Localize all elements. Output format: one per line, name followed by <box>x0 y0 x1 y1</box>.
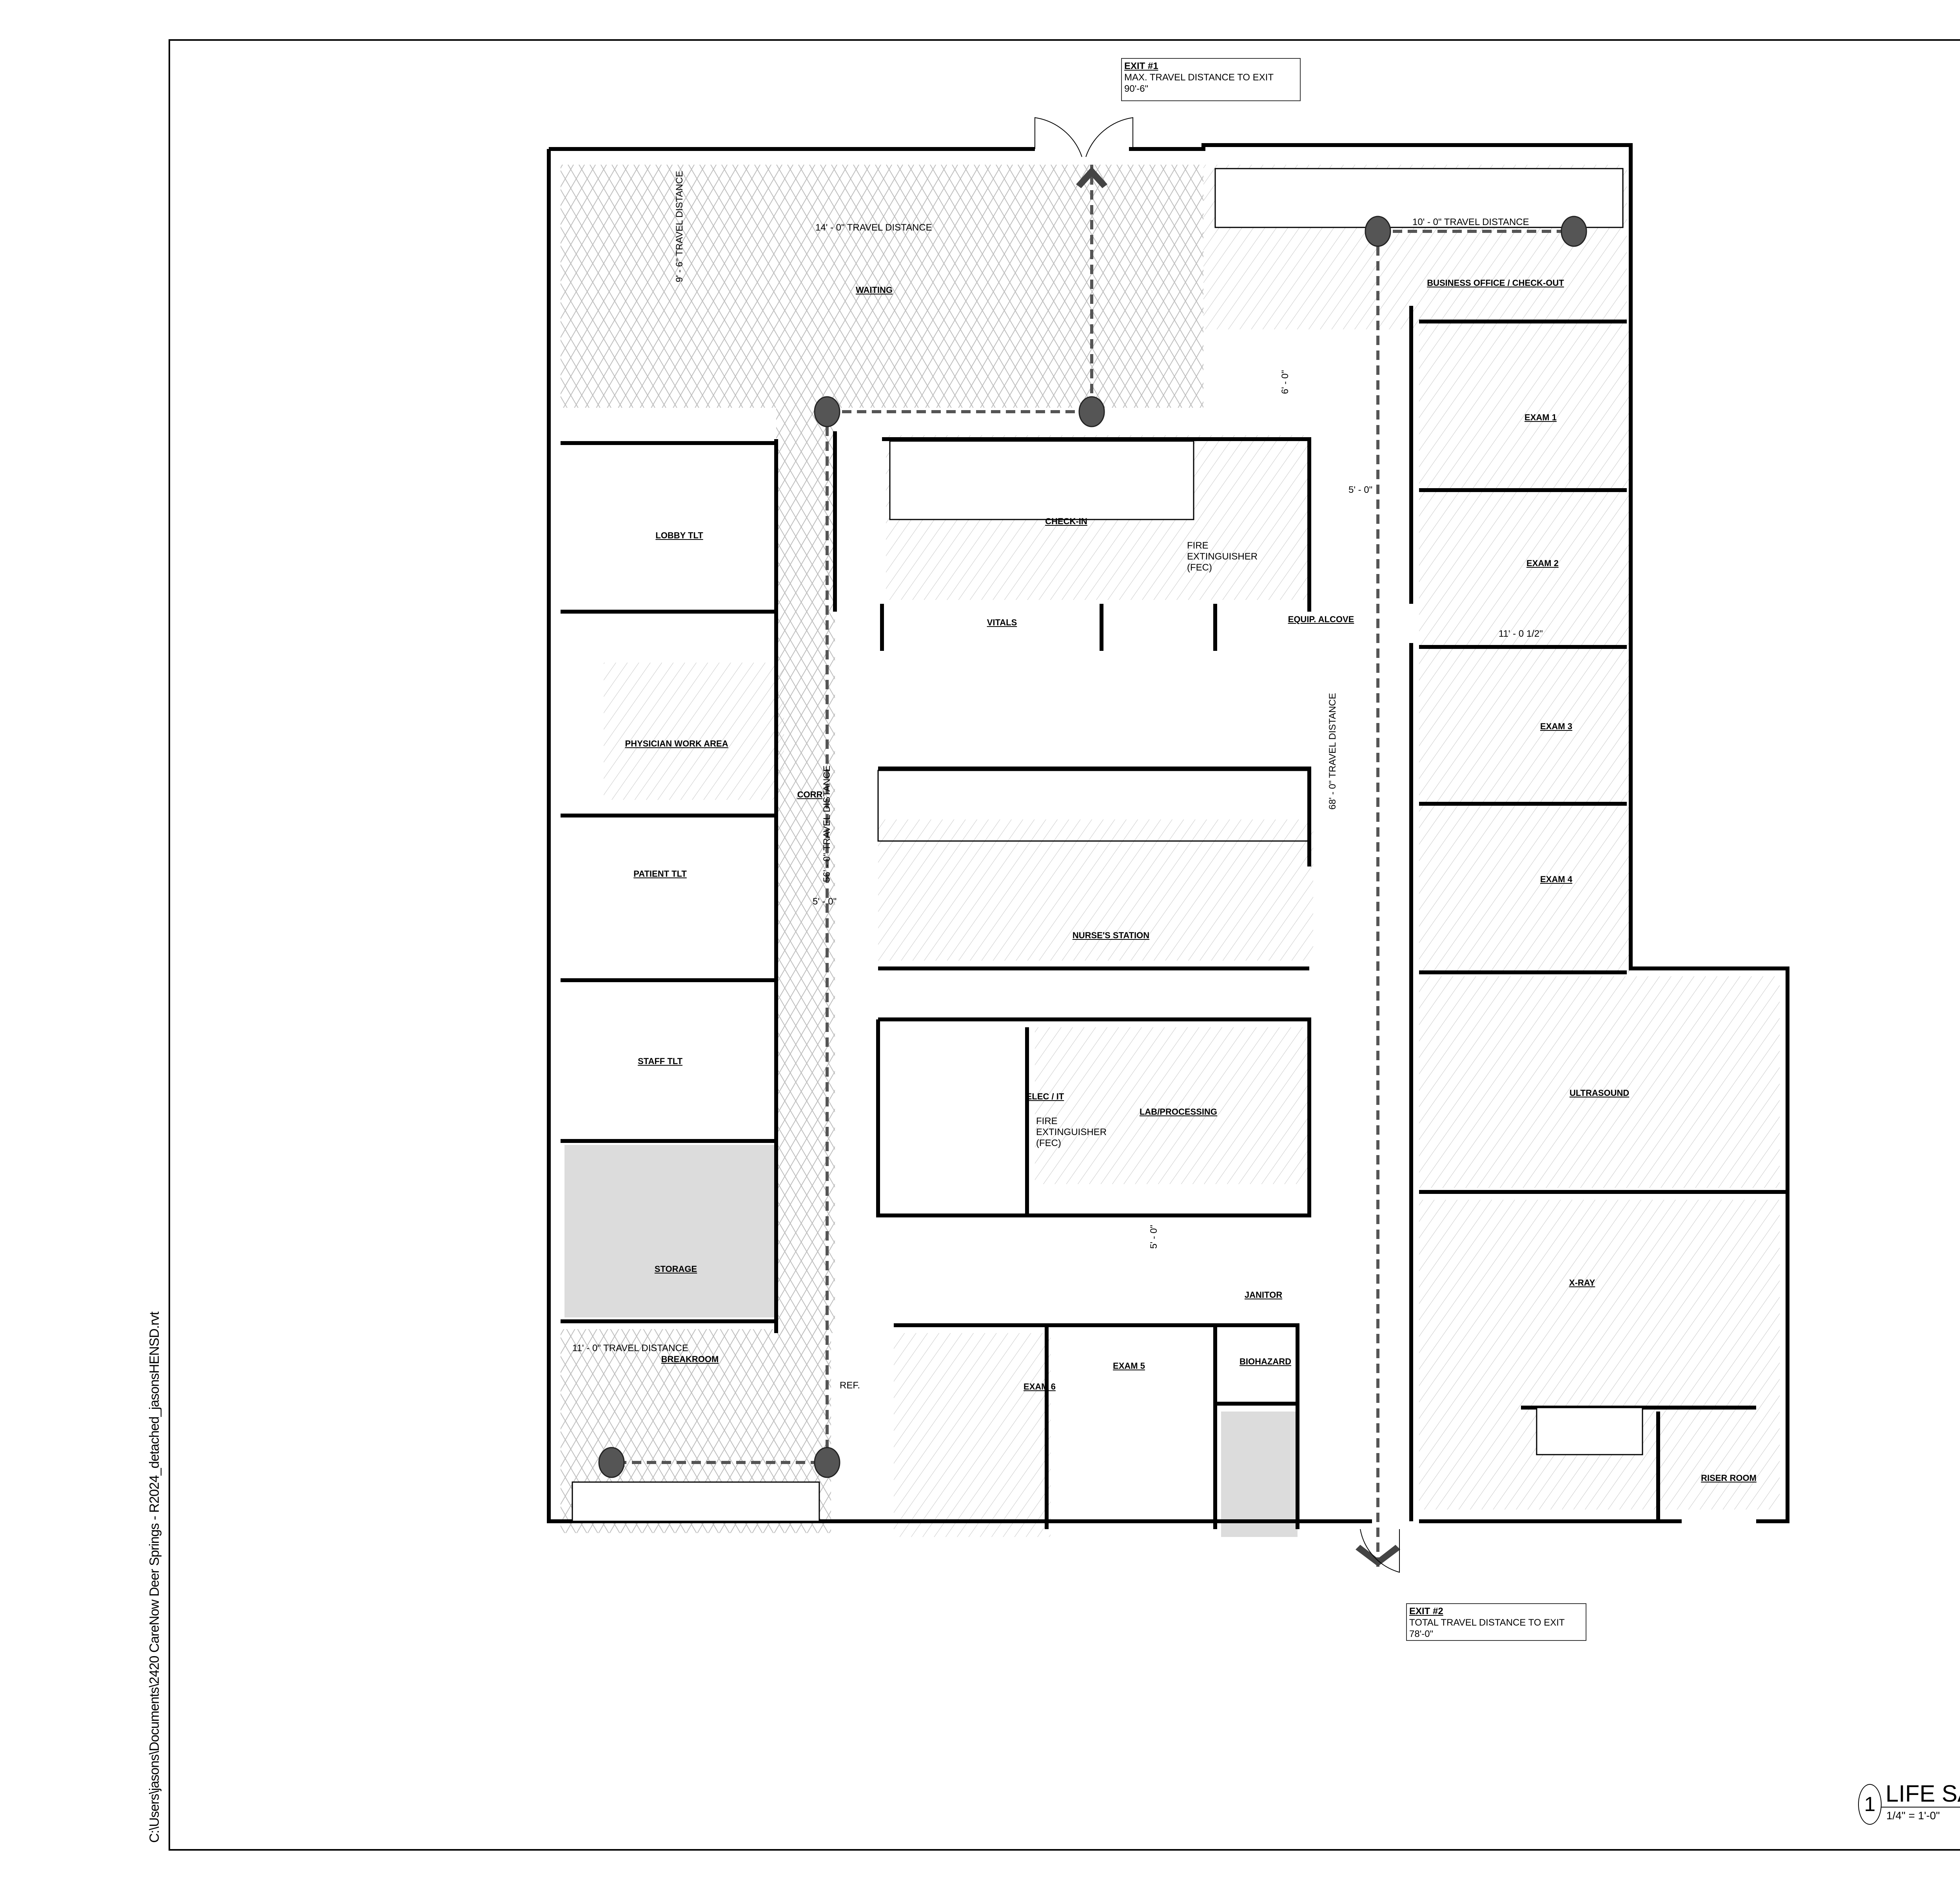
room-label: EXAM 6 <box>1024 1382 1056 1392</box>
room-label: PHYSICIAN WORK AREA <box>625 739 728 748</box>
room-label: BREAKROOM <box>661 1354 719 1364</box>
plan-note-line: EXTINGUISHER <box>1036 1127 1107 1137</box>
room-label: LOBBY TLT <box>655 530 703 540</box>
room-label: RISER ROOM <box>1701 1473 1757 1483</box>
room-label: ELEC / IT <box>1026 1092 1064 1101</box>
room-label: BIOHAZARD <box>1240 1357 1291 1366</box>
travel-distance-label: 11' - 0" TRAVEL DISTANCE <box>572 1343 688 1353</box>
view-number: 1 <box>1858 1784 1882 1825</box>
exit-arrows <box>1076 167 1400 1566</box>
room-label: EXAM 3 <box>1540 721 1572 731</box>
room-label: NURSE'S STATION <box>1072 930 1150 940</box>
travel-distance-label: 14' - 0" TRAVEL DISTANCE <box>815 222 932 233</box>
room-label: EQUIP. ALCOVE <box>1288 614 1354 624</box>
exit-desc: MAX. TRAVEL DISTANCE TO EXIT <box>1124 72 1274 83</box>
view-title-underline <box>1881 1807 1960 1808</box>
plan-note: REF. <box>840 1380 860 1391</box>
room-label: LAB/PROCESSING <box>1139 1107 1218 1117</box>
dimension-label: 5' - 0" <box>1348 485 1373 495</box>
plan-note-line: FIRE <box>1036 1116 1058 1126</box>
room-label: ULTRASOUND <box>1569 1088 1630 1098</box>
plan-note-line: (FEC) <box>1036 1138 1061 1148</box>
room-label: X-RAY <box>1569 1278 1595 1288</box>
view-title-text: LIFE SAFETY <box>1886 1780 1960 1807</box>
room-label: CHECK-IN <box>1045 516 1087 526</box>
room-label: EXAM 2 <box>1526 558 1559 568</box>
exit-distance: 90'-6" <box>1124 84 1149 94</box>
exit-distance: 78'-0" <box>1409 1629 1434 1639</box>
exit-title: EXIT #2 <box>1409 1606 1443 1617</box>
zone-fills <box>561 165 1780 1537</box>
room-label: BUSINESS OFFICE / CHECK-OUT <box>1427 278 1564 288</box>
view-scale: 1/4" = 1'-0" <box>1886 1809 1940 1822</box>
fixtures <box>572 168 1643 1522</box>
room-label: WAITING <box>855 285 893 295</box>
room-label: EXAM 5 <box>1113 1361 1145 1371</box>
exit-desc: TOTAL TRAVEL DISTANCE TO EXIT <box>1409 1617 1565 1628</box>
travel-distance-label: 9' - 6" TRAVEL DISTANCE <box>674 171 685 282</box>
room-label: VITALS <box>987 618 1017 627</box>
plan-note-line: EXTINGUISHER <box>1187 551 1258 562</box>
travel-distance-label: 10' - 0" TRAVEL DISTANCE <box>1412 217 1529 227</box>
plan-note-line: FIRE <box>1187 540 1209 551</box>
room-label: STORAGE <box>654 1264 697 1274</box>
room-label: EXAM 1 <box>1524 412 1557 422</box>
plan-note-line: REF. <box>840 1380 860 1391</box>
plan-note-line: (FEC) <box>1187 562 1212 573</box>
exit-title: EXIT #1 <box>1124 61 1158 71</box>
room-label: PATIENT TLT <box>633 869 687 879</box>
travel-distance-nodes <box>598 216 1587 1478</box>
room-label: JANITOR <box>1244 1290 1283 1300</box>
exit-doors <box>1034 117 1400 1573</box>
dimension-label: 5' - 0" <box>813 896 837 907</box>
room-label: EXAM 4 <box>1540 874 1572 884</box>
sheet-border <box>169 39 1960 1851</box>
room-label: CORR <box>797 790 823 799</box>
walls <box>547 143 1789 1529</box>
room-label: STAFF TLT <box>637 1056 683 1066</box>
travel-distance-label: 56' - 0" TRAVEL DISTANCE <box>822 765 832 882</box>
dimension-label: 5' - 0" <box>1149 1224 1159 1249</box>
travel-distance-label: 68' - 0" TRAVEL DISTANCE <box>1327 693 1338 810</box>
dimension-label: 11' - 0 1/2" <box>1499 629 1543 639</box>
dimension-label: 6' - 0" <box>1280 370 1290 394</box>
